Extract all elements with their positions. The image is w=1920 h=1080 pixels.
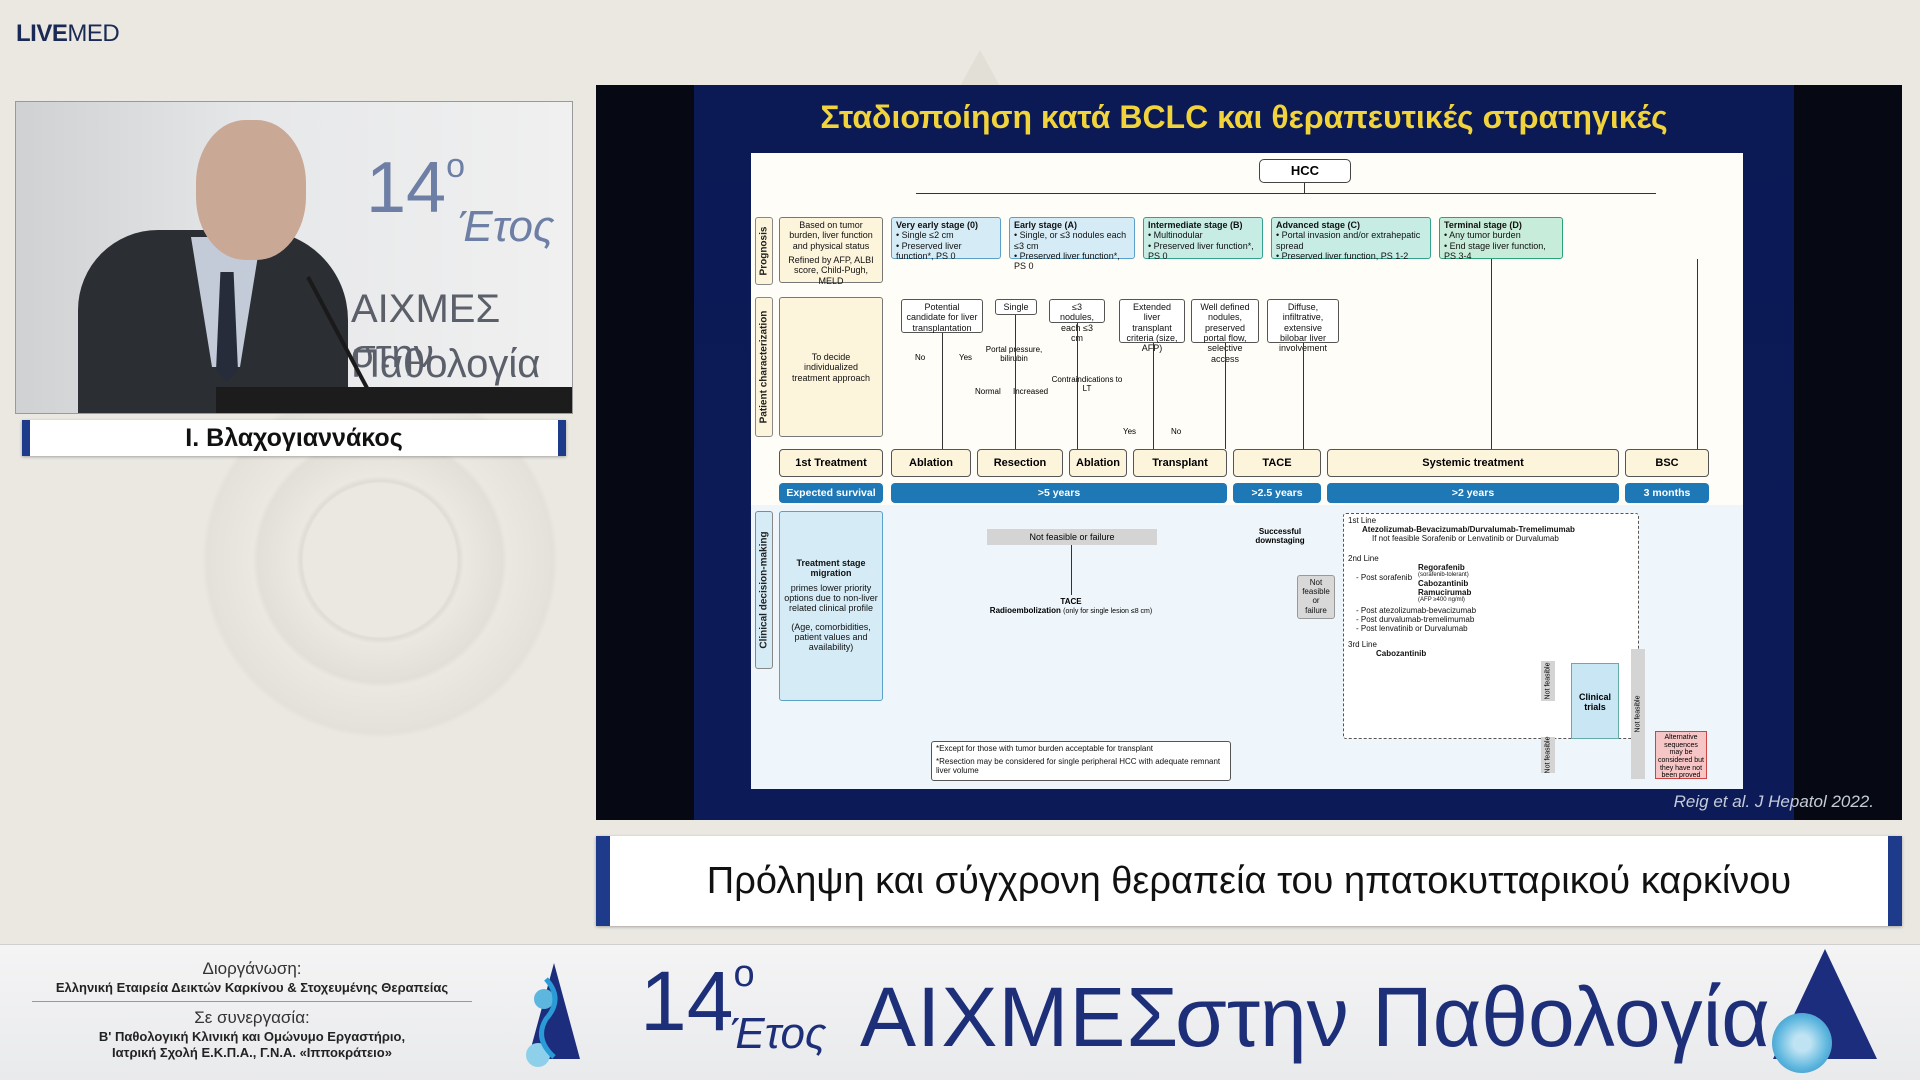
footer-title-line2: στην Παθολογία <box>1175 970 1770 1064</box>
speaker-name-bar: Ι. Βλαχογιαννάκος <box>22 420 566 456</box>
treatment-ablation-2: Ablation <box>1069 449 1127 477</box>
connector <box>1015 315 1016 449</box>
well-defined-box: Well defined nodules, preserved portal f… <box>1191 299 1259 364</box>
label-portal-pressure: Portal pressure, bilirubin <box>985 345 1043 363</box>
label-yes-2: Yes <box>1123 427 1137 436</box>
presentation-slide: Σταδιοποίηση κατά BCLC και θεραπευτικές … <box>596 85 1902 820</box>
topic-title: Πρόληψη και σύγχρονη θεραπεία του ηπατοκ… <box>706 859 1792 902</box>
connector <box>916 193 1656 194</box>
stage-very-early: Very early stage (0) • Single ≤2 cm• Pre… <box>891 217 1001 261</box>
connector <box>1153 343 1154 449</box>
connector <box>1491 259 1492 449</box>
backdrop-etos: Έτος <box>458 202 555 251</box>
diffuse-box: Diffuse, infiltrative, extensive bilobar… <box>1267 299 1339 353</box>
speaker-video: 14ο Έτος ΑΙΧΜΕΣ στην Παθολογία <box>15 101 573 414</box>
treatment-resection: Resection <box>977 449 1063 477</box>
connector <box>1304 183 1305 193</box>
stage-terminal: Terminal stage (D) • Any tumor burden• E… <box>1439 217 1563 261</box>
livemed-logo: LIVEMED <box>16 20 120 47</box>
extended-criteria-box: Extended liver transplant criteria (size… <box>1119 299 1185 353</box>
survival-3-months: 3 months <box>1625 483 1709 503</box>
single-box: Single <box>995 299 1037 315</box>
stage-intermediate: Intermediate stage (B) • Multinodular• P… <box>1143 217 1263 261</box>
stage-migration-box: Treatment stage migration primes lower p… <box>779 511 883 701</box>
connector <box>942 333 943 449</box>
connector <box>1071 545 1072 595</box>
not-feasible-box: Not feasible or failure <box>1297 575 1335 619</box>
footer-banner: Διοργάνωση: Ελληνική Εταιρεία Δεικτών Κα… <box>0 944 1920 1080</box>
stage-advanced: Advanced stage (C) • Portal invasion and… <box>1271 217 1431 261</box>
collaboration-label: Σε συνεργασία: <box>194 1008 310 1027</box>
first-treatment-label: 1st Treatment option <box>779 449 883 495</box>
event-emblem-icon <box>526 963 580 1067</box>
connector <box>1077 323 1078 449</box>
systemic-lines-box: 1st Line Atezolizumab-Bevacizumab/Durval… <box>1343 513 1639 739</box>
treatment-bsc: BSC <box>1625 449 1709 477</box>
backdrop-number: 14ο <box>366 147 466 228</box>
not-feasible-tag: Not feasible <box>1541 661 1555 701</box>
treatment-ablation: Ablation <box>891 449 971 477</box>
survival-5-years: >5 years <box>891 483 1227 503</box>
footnotes-box: *Except for those with tumor burden acce… <box>931 741 1231 781</box>
topic-bar: Πρόληψη και σύγχρονη θεραπεία του ηπατοκ… <box>596 836 1902 926</box>
expected-survival-label: Expected survival <box>779 483 883 503</box>
label-normal: Normal <box>975 387 1001 396</box>
collaboration-line2: Ιατρική Σχολή Ε.Κ.Π.Α., Γ.Ν.Α. «Ιπποκράτ… <box>112 1045 392 1060</box>
connector <box>1225 343 1226 449</box>
backdrop-line2: Παθολογία <box>351 342 541 386</box>
clinical-trials-box: Clinical trials <box>1571 663 1619 739</box>
divider <box>32 1001 472 1002</box>
tace-radio-block: TACE Radioembolization (only for single … <box>989 597 1153 615</box>
footer-etos: Έτος <box>730 1009 827 1058</box>
speaker-head <box>196 120 306 260</box>
organization-name: Ελληνική Εταιρεία Δεικτών Καρκίνου & Στο… <box>55 980 449 995</box>
treatment-tace: TACE <box>1233 449 1321 477</box>
label-no: No <box>915 353 926 362</box>
lectern <box>216 387 572 413</box>
speaker-name: Ι. Βλαχογιαννάκος <box>185 423 403 452</box>
row-label-patient: Patient characterization <box>755 297 773 437</box>
label-increased: Increased <box>1013 387 1049 396</box>
prognosis-note: Based on tumor burden, liver function an… <box>779 217 883 286</box>
treatment-systemic: Systemic treatment <box>1327 449 1619 477</box>
organization-label: Διοργάνωση: <box>202 959 302 978</box>
treatment-transplant: Transplant <box>1133 449 1227 477</box>
label-no-2: No <box>1171 427 1182 436</box>
footer-title-line1: ΑΙΧΜΕΣ <box>860 970 1180 1064</box>
bclc-diagram: HCC Prognosis Patient characterization C… <box>751 153 1743 789</box>
connector <box>1303 343 1304 449</box>
row-label-prognosis: Prognosis <box>755 217 773 285</box>
survival-2-years: >2 years <box>1327 483 1619 503</box>
slide-citation: Reig et al. J Hepatol 2022. <box>1673 792 1874 811</box>
connector <box>1697 259 1698 449</box>
transplant-candidate-box: Potential candidate for liver transplant… <box>901 299 983 333</box>
slide-title: Σταδιοποίηση κατά BCLC και θεραπευτικές … <box>820 99 1668 135</box>
hcc-root-node: HCC <box>1259 159 1351 183</box>
downstaging-label: Successful downstaging <box>1255 527 1305 545</box>
nodules-box: ≤3 nodules, each ≤3 cm <box>1049 299 1105 343</box>
row-label-clinical: Clinical decision-making <box>755 511 773 669</box>
not-feasible-bar: Not feasible or failure <box>987 529 1157 545</box>
speaker-tie <box>216 272 238 382</box>
footer-disc-icon <box>1772 1013 1832 1073</box>
stage-early: Early stage (A) • Single, or ≤3 nodules … <box>1009 217 1135 271</box>
not-feasible-tag-2: Not feasible <box>1541 737 1555 773</box>
organizers-block: Διοργάνωση: Ελληνική Εταιρεία Δεικτών Κα… <box>22 959 482 1060</box>
collaboration-line1: Β' Παθολογική Κλινική και Ομώνυμο Εργαστ… <box>98 1029 406 1044</box>
survival-2-5-years: >2.5 years <box>1233 483 1321 503</box>
backdrop-line1: ΑΙΧΜΕΣ στην <box>351 287 501 376</box>
not-feasible-tag-3: Not feasible <box>1631 649 1645 779</box>
footer-number: 14ο <box>640 953 755 1048</box>
patient-note: To decide individualized treatment appro… <box>779 297 883 437</box>
label-contraindications: Contraindications to LT <box>1051 375 1123 393</box>
label-yes: Yes <box>959 353 973 362</box>
alternative-sequences-box: Alternative sequences may be considered … <box>1655 731 1707 779</box>
